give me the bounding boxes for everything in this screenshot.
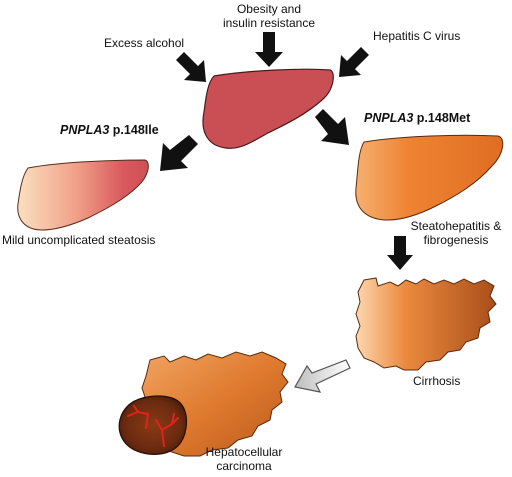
- arrow-hcv: [339, 47, 369, 77]
- arrow-to-met: [315, 109, 349, 145]
- arrow-alcohol: [176, 52, 206, 82]
- label-excess-alcohol: Excess alcohol: [104, 36, 185, 50]
- label-steatohepatitis-line2: fibrogenesis: [423, 233, 489, 247]
- mild-steatosis-liver: [17, 159, 149, 231]
- arrow-to-cirrhosis: [387, 236, 413, 270]
- variant-met: p.148Met: [413, 111, 471, 125]
- label-mild-steatosis: Mild uncomplicated steatosis: [2, 233, 156, 247]
- gene-name-ile: PNPLA3: [60, 123, 110, 137]
- label-cirrhosis: Cirrhosis: [413, 374, 461, 388]
- label-hepatitis-c: Hepatitis C virus: [373, 29, 461, 43]
- label-hcc-line1: Hepatocellular: [205, 445, 283, 459]
- healthy-liver: [202, 68, 334, 149]
- gene-name-met: PNPLA3: [364, 111, 414, 125]
- label-hcc: Hepatocellular carcinoma: [196, 445, 292, 473]
- arrow-obesity: [255, 32, 283, 67]
- label-obesity-line2: insulin resistance: [222, 16, 316, 30]
- label-obesity-line1: Obesity and: [236, 2, 302, 16]
- tumor-nodule: [118, 395, 188, 455]
- label-pnpla3-met: PNPLA3 p.148Met: [364, 111, 470, 125]
- variant-ile: p.148Ile: [109, 123, 159, 137]
- label-hcc-line2: carcinoma: [216, 459, 272, 473]
- label-steatohepatitis-line1: Steatohepatitis &: [410, 219, 502, 233]
- label-steatohepatitis: Steatohepatitis & fibrogenesis: [402, 219, 510, 247]
- arrow-to-ile: [160, 135, 198, 171]
- arrow-to-hcc: [294, 359, 351, 393]
- met-steatotic-liver: [355, 134, 504, 221]
- label-pnpla3-ile: PNPLA3 p.148Ile: [60, 123, 159, 137]
- tumor-vessels: [127, 405, 179, 447]
- cirrhotic-liver: [355, 277, 497, 371]
- label-obesity: Obesity and insulin resistance: [213, 2, 325, 30]
